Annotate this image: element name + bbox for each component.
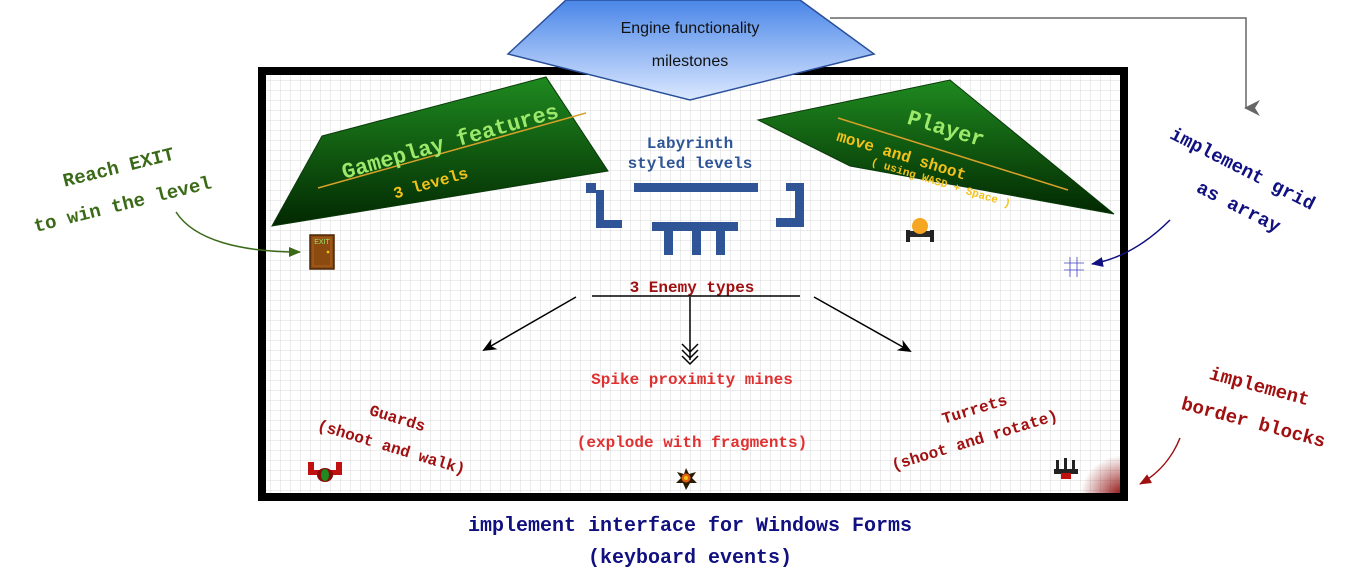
grid-arrow [1091,219,1171,267]
mines-note: (explode with fragments) [577,434,807,452]
enemy-arrow-left [482,296,577,351]
enemy-arrow-down [681,297,699,366]
player-panel: Player move and shoot ( using WASD + Spa… [756,79,1115,215]
labyrinth-line-2: styled levels [628,155,753,173]
engine-line-1: Engine functionality [621,20,760,37]
engine-to-grid-arrow [830,17,1260,116]
guard-sprite [308,462,342,482]
player-sprite [906,218,934,242]
exit-sign: EXIT [314,239,330,246]
gameplay-underline [317,112,587,189]
labyrinth-walls [586,183,804,255]
turret-sprite [1054,458,1078,479]
interface-annotation: implement interface for Windows Forms (k… [468,515,912,570]
border-annotation: implement border blocks [1139,363,1328,485]
engine-line-2: milestones [652,53,728,70]
grid-cell-icon [1064,257,1084,277]
engine-milestones-box: Engine functionality milestones [506,0,876,101]
border-corner-glow [1080,455,1124,497]
interface-line-2: (keyboard events) [588,547,792,570]
enemy-arrow-right [813,296,912,352]
interface-line-1: implement interface for Windows Forms [468,515,912,538]
reach-exit-arrow [175,211,301,257]
spike-mine-sprite [676,468,697,490]
enemy-types-heading: 3 Enemy types [630,279,755,297]
reach-exit-line-2: to win the level [32,172,214,237]
mines-label: Spike proximity mines [591,371,793,389]
player-underline [837,117,1069,191]
labyrinth-line-1: Labyrinth [647,135,733,153]
labyrinth-section: Labyrinth styled levels [586,135,804,255]
enemy-types-section: 3 Enemy types [482,279,912,366]
exit-door: EXIT [309,234,335,270]
border-arrow [1139,437,1181,485]
